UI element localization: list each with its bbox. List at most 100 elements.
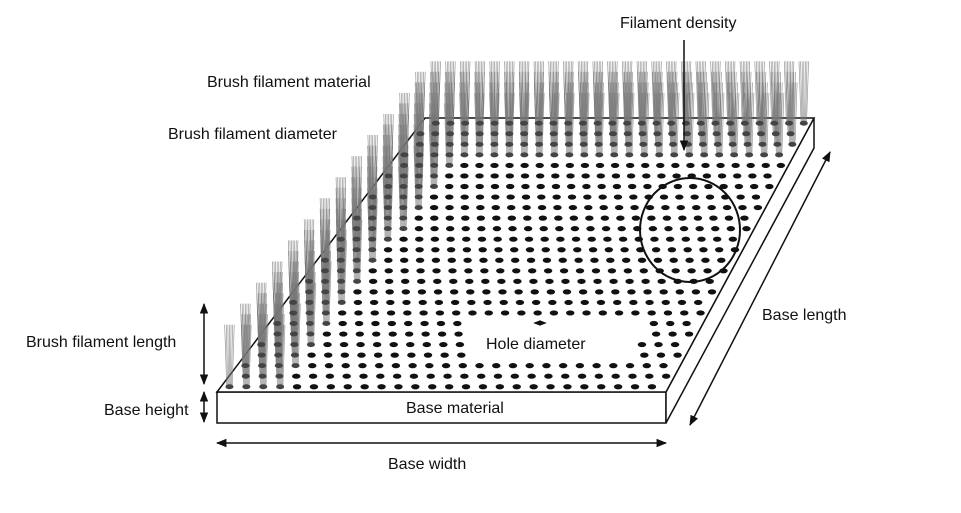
hole: [448, 268, 457, 274]
hole: [383, 247, 393, 253]
hole: [549, 310, 559, 316]
filament-tuft: [240, 303, 251, 369]
hole: [490, 162, 499, 169]
hole: [360, 384, 369, 390]
hole: [738, 204, 747, 211]
hole: [308, 363, 317, 369]
hole: [435, 310, 445, 316]
filament-tuft: [445, 61, 456, 126]
hole: [446, 236, 455, 242]
hole: [460, 183, 469, 190]
hole: [626, 173, 636, 179]
hole: [446, 247, 456, 253]
hole: [631, 310, 640, 316]
hole: [322, 331, 332, 337]
hole: [324, 363, 334, 369]
hole: [701, 257, 710, 263]
hole: [342, 373, 351, 379]
hole: [522, 204, 531, 211]
filament-tuft: [224, 324, 235, 390]
hole: [476, 215, 486, 221]
hole: [422, 341, 431, 348]
filament-tuft: [319, 198, 331, 263]
hole: [529, 278, 538, 284]
hole: [606, 257, 615, 263]
filament-tuft: [504, 61, 515, 126]
hole: [707, 289, 717, 295]
hole: [537, 204, 547, 211]
hole: [326, 384, 336, 390]
hole: [647, 310, 656, 316]
hole: [566, 310, 575, 316]
hole: [671, 162, 680, 169]
hole: [416, 268, 425, 274]
hole: [434, 299, 444, 306]
hole: [559, 268, 569, 274]
filament-tuft: [367, 135, 378, 200]
hole: [506, 194, 515, 200]
hole: [414, 226, 424, 232]
hole: [716, 162, 725, 169]
hole: [614, 310, 624, 316]
hole: [648, 226, 658, 232]
hole: [391, 363, 401, 369]
hole: [680, 310, 689, 316]
hole: [439, 341, 448, 348]
hole: [630, 204, 639, 211]
hole: [492, 215, 501, 221]
filament-tuft: [415, 71, 426, 137]
hole: [675, 194, 684, 200]
hole: [543, 268, 553, 274]
hole: [733, 173, 742, 179]
filament-tuft: [621, 61, 633, 126]
hole: [339, 341, 349, 348]
hole: [417, 278, 426, 284]
filament-tuft: [769, 61, 780, 126]
hole: [645, 373, 654, 379]
hole: [692, 204, 701, 211]
hole: [639, 268, 648, 274]
hole: [577, 278, 586, 284]
hole: [496, 268, 505, 274]
hole: [497, 278, 506, 284]
hole: [461, 226, 470, 232]
hole: [629, 194, 638, 200]
filament-tuft: [399, 92, 410, 158]
hole: [533, 310, 542, 316]
hole: [722, 204, 732, 211]
hole: [641, 278, 650, 284]
hole: [776, 162, 786, 169]
hole: [558, 257, 567, 263]
hole: [568, 204, 578, 211]
hole: [478, 384, 488, 390]
hole: [604, 247, 614, 253]
hole: [567, 194, 577, 200]
hole: [460, 373, 469, 379]
hole: [426, 373, 435, 379]
hole: [491, 194, 500, 200]
hole: [611, 373, 620, 379]
hole: [368, 278, 378, 284]
hole: [734, 183, 744, 190]
hole: [684, 331, 694, 337]
hole: [577, 373, 587, 379]
hole: [746, 162, 755, 169]
hole: [593, 278, 602, 284]
hole: [450, 299, 460, 306]
hole: [354, 320, 364, 327]
filament-tuft: [783, 61, 795, 126]
hole: [621, 257, 631, 263]
hole: [508, 363, 518, 369]
hole: [525, 247, 535, 253]
hole: [687, 268, 696, 274]
hole: [566, 173, 575, 179]
label-filament-density: Filament density: [620, 15, 737, 32]
hole: [645, 204, 655, 211]
hole: [462, 236, 471, 242]
hole: [580, 384, 589, 390]
hole: [673, 352, 682, 358]
hole: [490, 183, 500, 190]
hole: [337, 310, 347, 316]
hole: [587, 236, 596, 242]
hole: [585, 215, 594, 221]
